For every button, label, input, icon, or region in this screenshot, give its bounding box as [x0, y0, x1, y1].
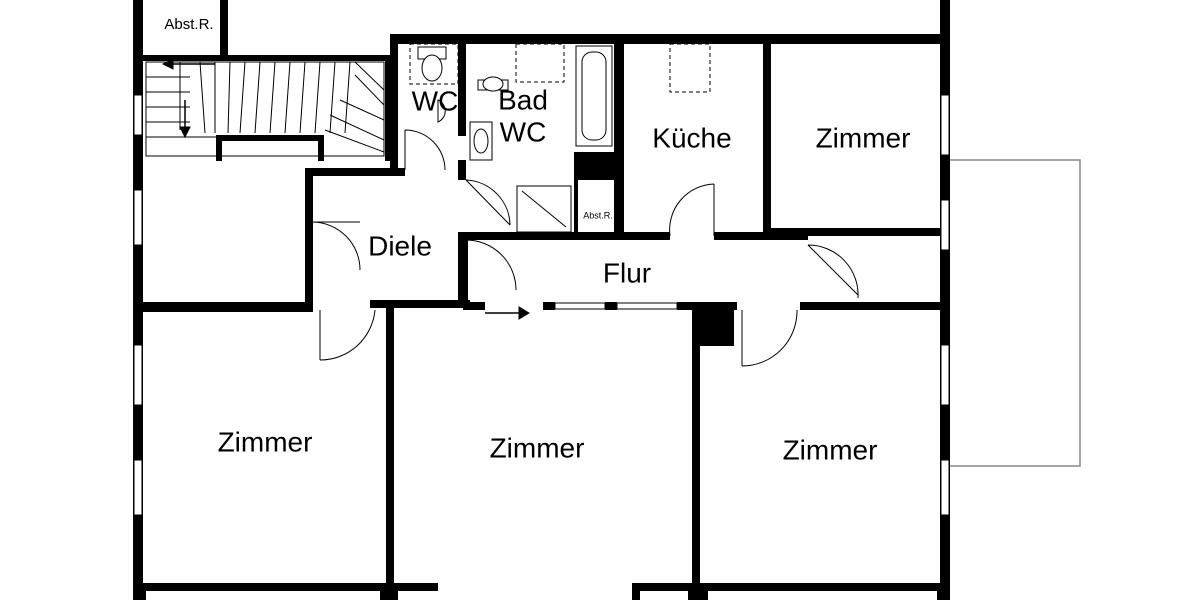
staircase	[145, 58, 385, 157]
room-label-bad: Bad	[498, 84, 548, 115]
walls	[133, 0, 950, 600]
windows	[133, 94, 950, 516]
room-label-kueche: Küche	[652, 122, 731, 153]
room-labels: Abst.R. WC Bad WC Küche Zimmer Abst.R. D…	[164, 16, 910, 465]
room-label-abst-r-bath: Abst.R.	[583, 210, 613, 220]
fixtures	[409, 43, 711, 233]
room-label-zimmer-s: Zimmer	[490, 432, 585, 463]
room-label-abst-r-top: Abst.R.	[164, 16, 213, 33]
balcony	[945, 159, 1081, 467]
room-label-bad-wc: WC	[500, 116, 547, 147]
doors	[312, 129, 859, 367]
room-label-zimmer-se: Zimmer	[783, 434, 878, 465]
room-label-flur: Flur	[603, 257, 651, 288]
room-label-diele: Diele	[368, 230, 432, 261]
room-label-zimmer-sw: Zimmer	[218, 426, 313, 457]
room-label-wc: WC	[412, 85, 459, 116]
room-label-zimmer-ne: Zimmer	[816, 122, 911, 153]
